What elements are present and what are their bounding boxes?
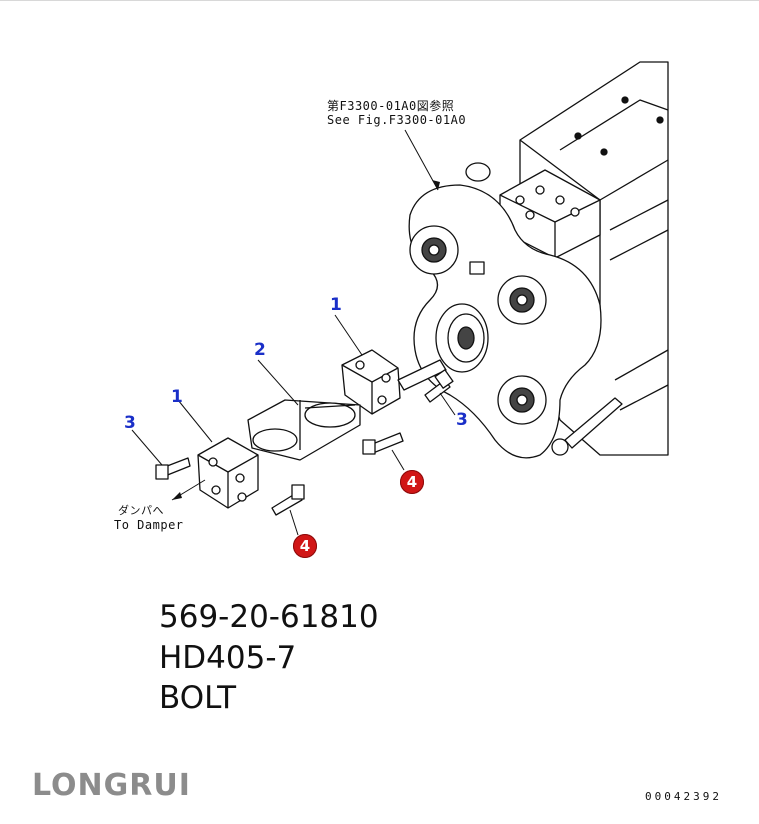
pto-flange-upper [409, 225, 459, 275]
lifting-eye [465, 162, 491, 182]
lever [564, 397, 623, 449]
damper-note-jp: ダンパへ [118, 504, 164, 517]
pto-flange-lower [497, 375, 547, 425]
input-flange [435, 303, 489, 373]
top-border [0, 0, 759, 1]
badge-bolt-middle: 4 [400, 470, 424, 494]
reference-note-jp: 第F3300-01A0図参照 [327, 99, 455, 113]
pto-flange-right [497, 275, 547, 325]
name-plate [469, 261, 485, 275]
model-name: HD405-7 [159, 640, 297, 676]
bolt-lower-left [155, 457, 191, 480]
bolt-upper-right [424, 369, 454, 403]
part-number: 569-20-61810 [159, 599, 379, 635]
callout-coupling-upper: 1 [330, 295, 342, 315]
callout-shaft: 2 [254, 340, 266, 360]
callout-bolt-right: 3 [456, 410, 468, 430]
damper-note-en: To Damper [114, 518, 184, 532]
bolt-lower-right [271, 484, 305, 516]
callout-bolt-left: 3 [124, 413, 136, 433]
brand-logo: LONGRUI [32, 768, 191, 803]
part-name: BOLT [159, 680, 237, 716]
coupling-upper [341, 349, 447, 415]
document-number: 00042392 [645, 790, 722, 803]
badge-bolt-lower: 4 [293, 534, 317, 558]
exploded-parts-diagram [131, 61, 669, 536]
reference-note-en: See Fig.F3300-01A0 [327, 113, 467, 127]
coupling-lower [197, 437, 259, 509]
bolt-middle [362, 432, 404, 455]
callout-coupling-lower: 1 [171, 387, 183, 407]
drive-shaft [247, 399, 361, 461]
